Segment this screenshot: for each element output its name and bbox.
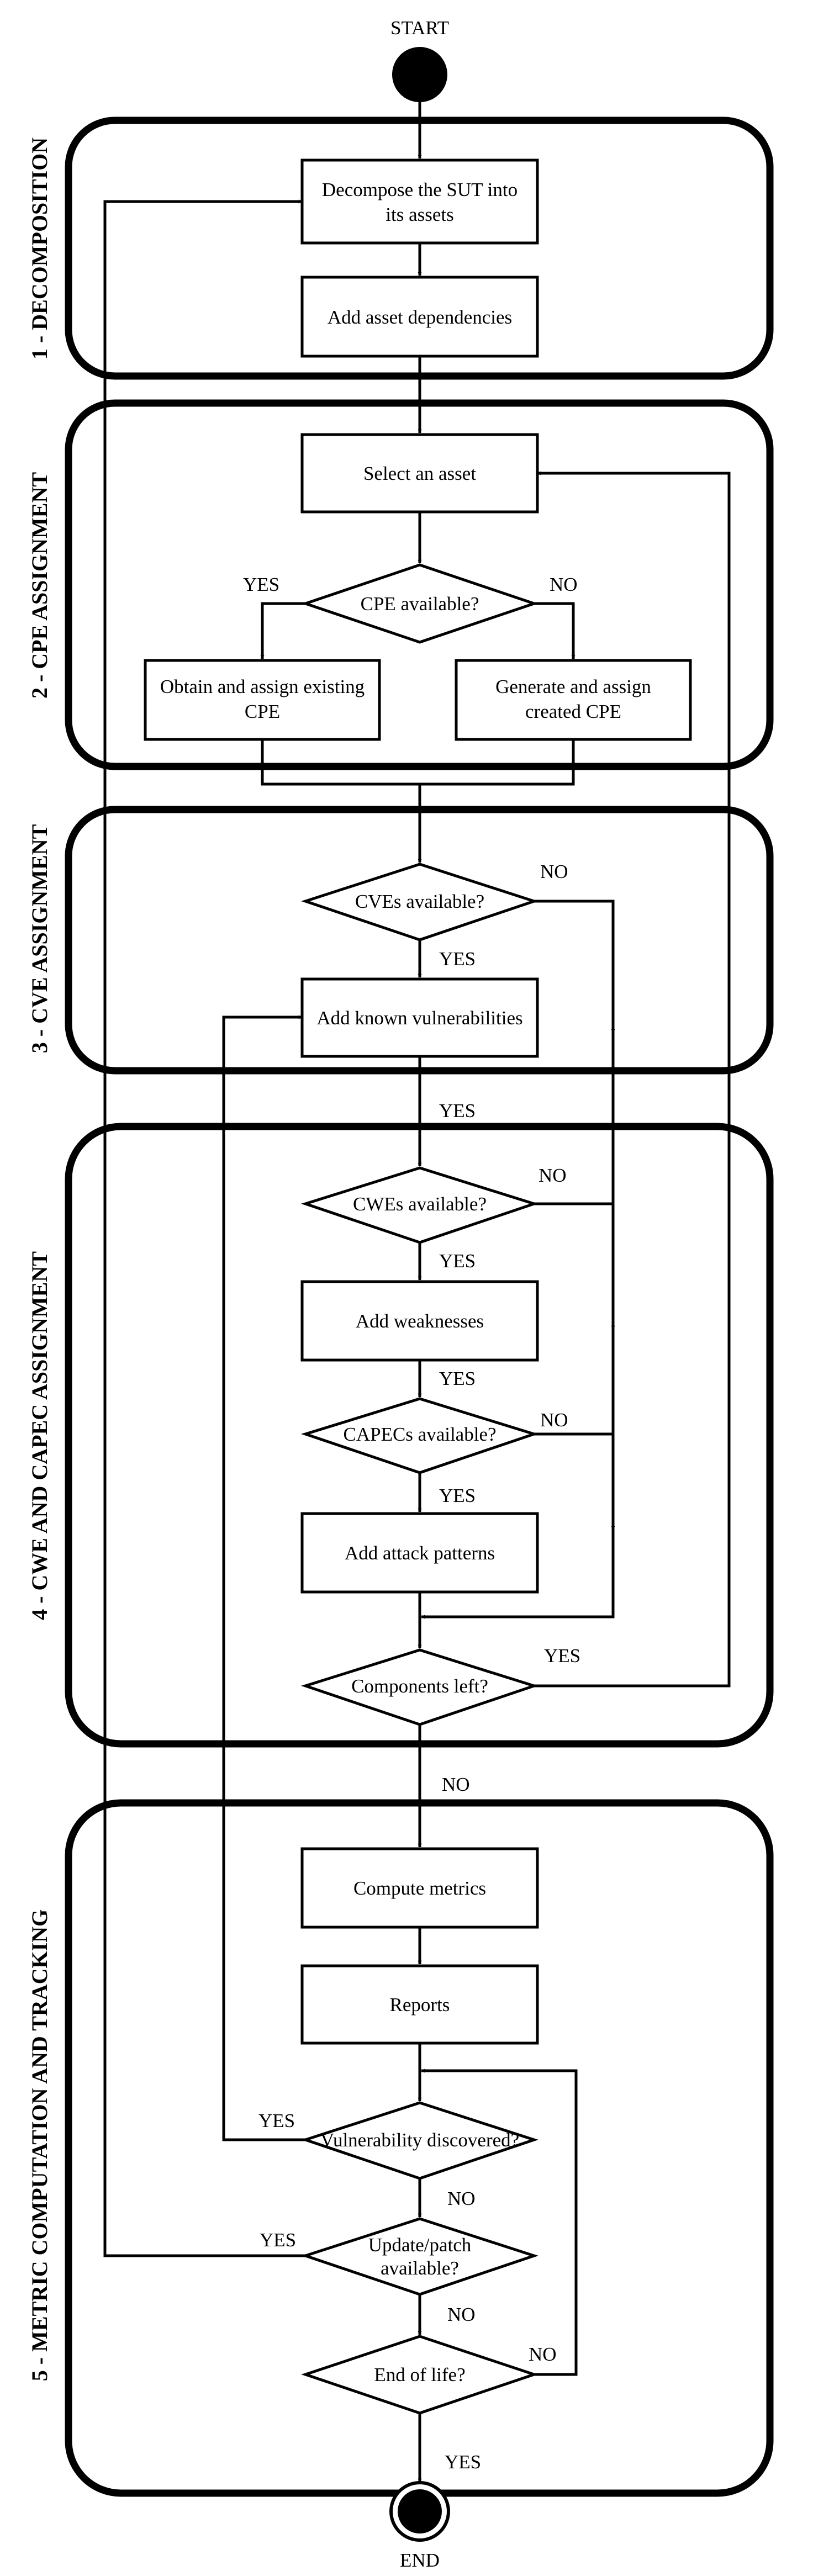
label-vuln-no: NO — [447, 2188, 476, 2209]
node-add-weaknesses: Add weaknesses — [300, 1280, 539, 1362]
label-vuln-yes: YES — [258, 2110, 295, 2131]
decision-update-patch: Update/patch available? — [301, 2217, 539, 2296]
end-label: END — [400, 2549, 440, 2571]
decision-components-left-text: Components left? — [351, 1675, 488, 1697]
edge-generate-merge — [420, 739, 575, 786]
node-decompose-line1: Decompose the SUT into — [322, 179, 518, 200]
decision-components-left: Components left? — [300, 1648, 539, 1726]
label-cwes-no: NO — [539, 1165, 567, 1186]
label-components-yes: YES — [544, 1645, 580, 1667]
label-cpe-yes: YES — [243, 574, 279, 595]
decision-capecs-available: CAPECs available? — [300, 1397, 539, 1474]
decision-capecs-available-text: CAPECs available? — [343, 1424, 496, 1445]
label-cwes-yes: YES — [439, 1250, 476, 1272]
node-add-weaknesses-text: Add weaknesses — [356, 1310, 484, 1332]
section-label-cve-assignment: 3 - CVE ASSIGNMENT — [27, 824, 52, 1053]
edge-vuln-yes — [222, 1015, 305, 2141]
label-capecs-yes: YES — [439, 1485, 476, 1506]
decision-cves-available: CVEs available? — [301, 863, 539, 941]
decision-cpe-available-text: CPE available? — [361, 593, 479, 615]
start-node — [392, 47, 447, 102]
node-compute-metrics: Compute metrics — [300, 1847, 539, 1929]
edge-components-yes — [534, 471, 731, 1688]
node-reports-text: Reports — [390, 1994, 450, 2016]
decision-end-of-life-text: End of life? — [374, 2364, 465, 2385]
node-add-vulnerabilities: Add known vulnerabilities — [300, 977, 539, 1058]
node-add-vulnerabilities-text: Add known vulnerabilities — [316, 1007, 522, 1029]
edge-no-bus-end — [421, 1530, 615, 1619]
label-weak-yes: YES — [439, 1368, 476, 1389]
decision-vulnerability-discovered: Vulnerability discovered? — [301, 2101, 539, 2180]
label-vulns-yes: YES — [439, 1100, 476, 1122]
decision-update-patch-line2: available? — [381, 2257, 459, 2279]
label-capecs-no: NO — [540, 1409, 568, 1431]
label-cpe-no: NO — [550, 574, 578, 595]
decision-end-of-life: End of life? — [301, 2335, 539, 2415]
node-select-asset: Select an asset — [300, 433, 539, 514]
node-generate-cpe: Generate and assign created CPE — [455, 659, 692, 741]
label-components-no: NO — [442, 1774, 470, 1795]
node-decompose: Decompose the SUT into its assets — [300, 158, 539, 245]
node-add-attack-patterns-text: Add attack patterns — [345, 1542, 495, 1564]
section-label-cwe-capec-assignment: 4 - CWE AND CAPEC ASSIGNMENT — [27, 1251, 52, 1620]
node-add-attack-patterns: Add attack patterns — [300, 1512, 539, 1594]
node-obtain-cpe: Obtain and assign existing CPE — [144, 659, 381, 741]
node-compute-metrics-text: Compute metrics — [353, 1877, 486, 1899]
edge-obtain-merge — [261, 739, 420, 786]
label-cves-yes: YES — [439, 948, 476, 970]
node-dependencies-text: Add asset dependencies — [328, 306, 512, 328]
node-reports: Reports — [300, 1964, 539, 2045]
edge-cpe-yes — [260, 602, 305, 659]
section-label-metric-computation: 5 - METRIC COMPUTATION AND TRACKING — [27, 1909, 52, 2381]
node-decompose-line2: its assets — [386, 204, 453, 225]
label-cves-no: NO — [540, 861, 568, 882]
edge-cpe-no — [534, 602, 576, 659]
label-update-yes: YES — [260, 2229, 296, 2251]
section-label-decomposition: 1 - DECOMPOSITION — [27, 137, 52, 359]
decision-cwes-available-text: CWEs available? — [353, 1193, 487, 1215]
end-node-inner — [398, 2489, 442, 2533]
section-label-cpe-assignment: 2 - CPE ASSIGNMENT — [27, 472, 52, 699]
decision-cwes-available: CWEs available? — [300, 1166, 539, 1244]
label-update-no: NO — [447, 2304, 476, 2325]
node-select-asset-text: Select an asset — [363, 463, 476, 484]
label-eol-yes: YES — [445, 2451, 481, 2473]
label-eol-no: NO — [529, 2344, 557, 2365]
node-obtain-cpe-line2: CPE — [245, 701, 280, 722]
edge-update-yes — [103, 199, 305, 2257]
node-generate-cpe-line2: created CPE — [525, 701, 621, 722]
decision-vulnerability-discovered-text: Vulnerability discovered? — [320, 2129, 519, 2151]
node-dependencies: Add asset dependencies — [300, 276, 539, 358]
start-label: START — [390, 17, 449, 39]
decision-cves-available-text: CVEs available? — [355, 891, 484, 912]
node-obtain-cpe-line1: Obtain and assign existing — [160, 676, 365, 697]
decision-cpe-available: CPE available? — [301, 563, 539, 644]
node-generate-cpe-line1: Generate and assign — [495, 676, 651, 697]
edge-cves-no — [534, 900, 615, 1033]
decision-update-patch-line1: Update/patch — [368, 2234, 472, 2256]
edge-eol-no — [421, 2069, 578, 2376]
